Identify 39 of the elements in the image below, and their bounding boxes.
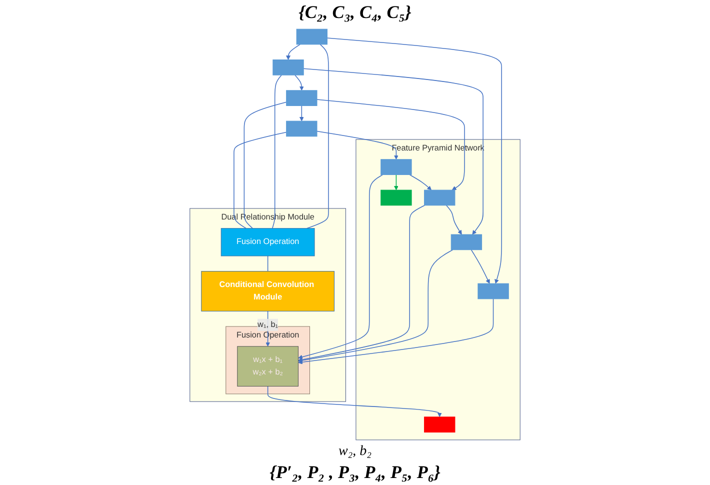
connector: [234, 132, 287, 229]
set-label: {P′₂, P₂ , P₃, P₄, P₅, P₆}: [270, 462, 440, 483]
node-bar: [272, 59, 304, 76]
arrow: [286, 44, 300, 60]
node-bar: [424, 416, 456, 432]
arrow: [298, 249, 454, 363]
node-bar: [296, 28, 328, 45]
arrow: [298, 298, 494, 364]
arrow: [394, 174, 398, 190]
connector: [267, 256, 268, 272]
node-box: Conditional Convolution Module: [201, 271, 334, 312]
arrow: [470, 249, 490, 284]
arrow: [299, 105, 304, 122]
arrow: [446, 205, 462, 235]
arrow: [409, 174, 432, 190]
weight-label: w₂, b₂: [338, 444, 372, 460]
arrow: [294, 74, 304, 91]
node-box: w₁x + b₁ w₂x + b₂: [237, 346, 298, 387]
arrow: [298, 174, 384, 360]
node-bar: [424, 190, 456, 206]
set-label: {C₂, C₃, C₄, C₅}: [298, 2, 412, 23]
node-bar: [478, 283, 509, 300]
edge-label: w₁, b₁: [258, 320, 278, 330]
arrow: [326, 38, 502, 284]
node-box: Fusion Operation: [220, 228, 315, 256]
connector: [272, 74, 282, 229]
arrow: [266, 310, 270, 347]
node-bar: [286, 120, 318, 137]
node-bar: [380, 159, 412, 175]
node-bar: [450, 234, 482, 250]
arrow: [303, 68, 484, 235]
arrow: [316, 130, 398, 160]
arrow: [316, 99, 465, 190]
arrow: [298, 205, 425, 362]
arrow: [267, 386, 442, 418]
connector: [306, 44, 329, 229]
node-box: [380, 190, 412, 206]
connector: [244, 102, 287, 229]
node-bar: [286, 90, 318, 106]
